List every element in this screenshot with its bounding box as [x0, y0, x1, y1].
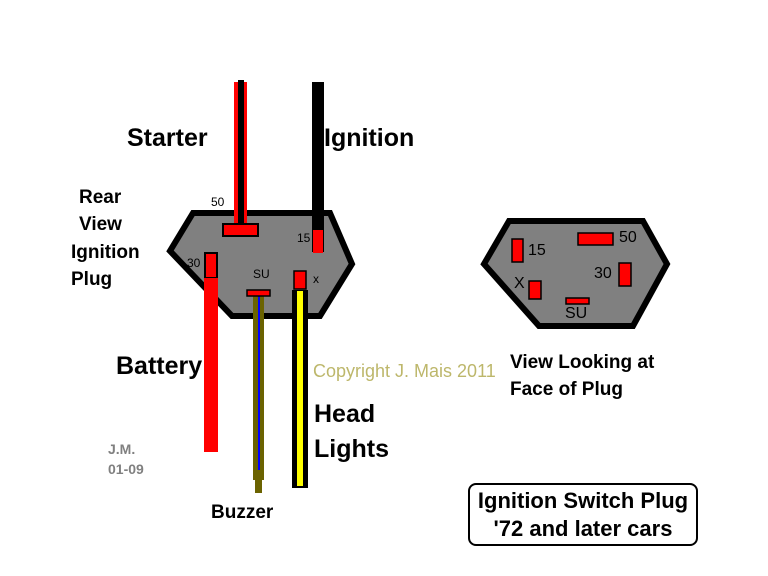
face-pin-30-label: 30: [594, 265, 612, 282]
starter-wire-core: [238, 80, 244, 228]
buzzer-label: Buzzer: [211, 502, 274, 523]
rear-pin-15-label: 15: [297, 231, 311, 245]
rear-view-label-line2: View: [79, 214, 122, 235]
face-pin-x-label: X: [514, 275, 525, 292]
rear-terminal-30: [204, 252, 218, 279]
battery-wire: [204, 278, 218, 452]
copyright-text: Copyright J. Mais 2011: [313, 361, 496, 381]
face-terminal-su: [565, 297, 590, 305]
face-terminal-30: [618, 262, 632, 287]
face-terminal-x: [528, 280, 542, 300]
rear-view-label-line4: Plug: [71, 269, 113, 290]
ignition-label: Ignition: [324, 124, 415, 152]
face-pin-15-label: 15: [528, 242, 546, 259]
face-terminal-50: [577, 232, 614, 246]
rear-view-label-line1: Rear: [79, 187, 122, 208]
headlights-wire-core: [297, 291, 303, 486]
head-lights-label-line1: Head: [314, 400, 376, 428]
diagram-title-line1: Ignition Switch Plug: [477, 488, 689, 513]
face-terminal-15: [511, 238, 524, 263]
rear-terminal-su: [246, 289, 271, 297]
buzzer-wire-tip: [255, 478, 262, 493]
rear-view-label-line3: Ignition: [71, 242, 140, 263]
rear-terminal-50: [222, 223, 259, 237]
rear-terminal-15: [313, 230, 323, 253]
ignition-wire: [312, 82, 324, 252]
face-view-label-line2: Face of Plug: [510, 379, 623, 400]
rear-terminal-x: [293, 270, 307, 290]
rear-pin-30-label: 30: [187, 256, 201, 270]
face-pin-50-label: 50: [619, 229, 637, 246]
face-pin-su-label: SU: [565, 305, 588, 322]
battery-label: Battery: [116, 352, 203, 380]
starter-label: Starter: [127, 124, 208, 152]
head-lights-label-line2: Lights: [314, 435, 389, 463]
diagram-title-box: Ignition Switch Plug '72 and later cars: [468, 483, 698, 546]
author-date: 01-09: [108, 461, 144, 477]
diagram-title-line2: '72 and later cars: [493, 516, 673, 541]
face-view-label-line1: View Looking at: [510, 352, 655, 373]
author-initials: J.M.: [108, 441, 136, 457]
rear-pin-x-label: x: [313, 272, 319, 286]
rear-pin-su-label: SU: [253, 267, 270, 281]
buzzer-wire-core: [258, 295, 260, 470]
rear-pin-50-label: 50: [211, 195, 225, 209]
